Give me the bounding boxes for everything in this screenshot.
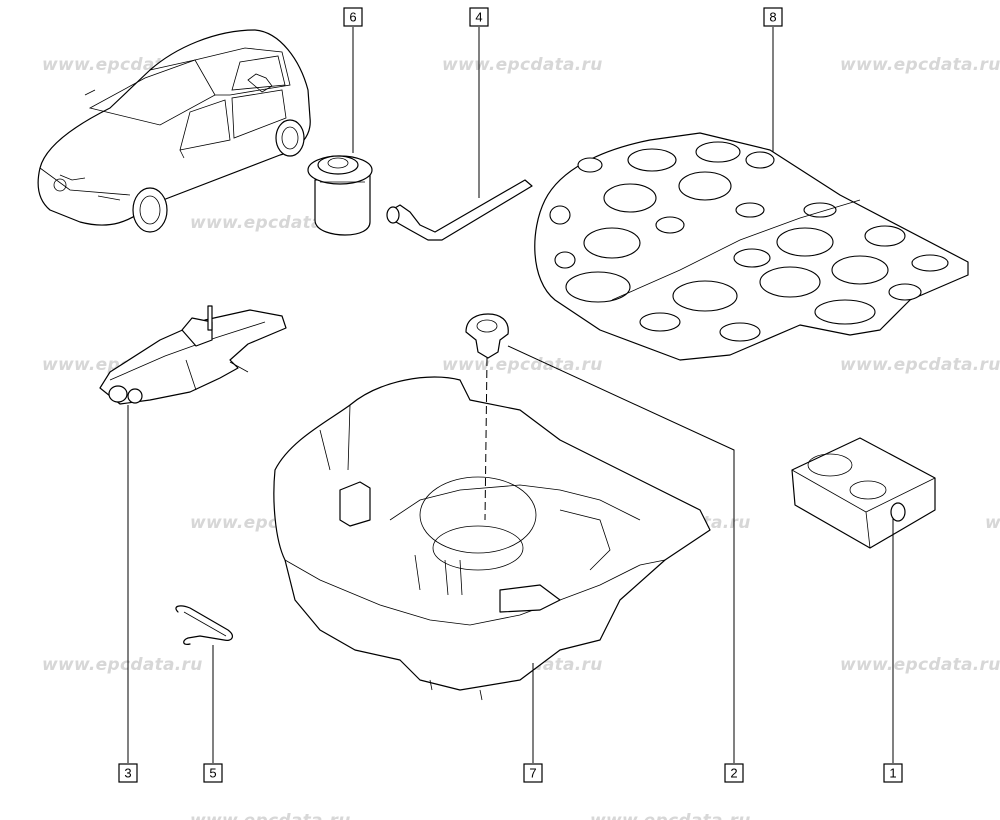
watermarks: www.epcdata.ru www.epcdata.ru www.epcdat… <box>42 55 1000 820</box>
callout-label: 4 <box>475 9 482 24</box>
watermark: www.epcdata.ru <box>42 655 203 675</box>
callout-4: 4 <box>469 7 489 27</box>
spare-well-tray <box>273 376 711 701</box>
callout-label: 2 <box>730 765 737 780</box>
sealant-bottle <box>307 155 373 236</box>
watermark: www.epcdata.ru <box>190 213 351 233</box>
jack <box>99 305 287 405</box>
callout-label: 5 <box>209 765 216 780</box>
floor-mat-grid <box>534 132 969 361</box>
watermark: www.epcdata.ru <box>840 355 1000 375</box>
callout-1: 1 <box>883 763 903 783</box>
watermark: www.epcdata.ru <box>840 55 1000 75</box>
callout-label: 6 <box>349 9 356 24</box>
watermark: www.epcdata.ru <box>442 355 603 375</box>
towing-hook <box>175 605 233 645</box>
leader-lines <box>127 27 894 763</box>
watermark: www.epcdata.ru <box>985 513 1000 533</box>
watermark: www.epcdata.ru <box>190 811 351 820</box>
callout-5: 5 <box>203 763 223 783</box>
callout-7: 7 <box>523 763 543 783</box>
car-illustration <box>37 29 311 233</box>
callout-label: 3 <box>124 765 131 780</box>
watermark: www.epcdata.ru <box>840 655 1000 675</box>
callout-label: 1 <box>889 765 896 780</box>
callout-3: 3 <box>118 763 138 783</box>
callout-label: 8 <box>769 9 776 24</box>
watermark: www.epcdata.ru <box>590 811 751 820</box>
callout-6: 6 <box>343 7 363 27</box>
callout-2: 2 <box>724 763 744 783</box>
callout-label: 7 <box>529 765 536 780</box>
fixing-clip <box>465 313 509 359</box>
watermark: www.epcdata.ru <box>442 55 603 75</box>
callout-8: 8 <box>763 7 783 27</box>
wheel-brace <box>386 179 533 241</box>
tyre-inflator-compressor <box>791 437 936 549</box>
